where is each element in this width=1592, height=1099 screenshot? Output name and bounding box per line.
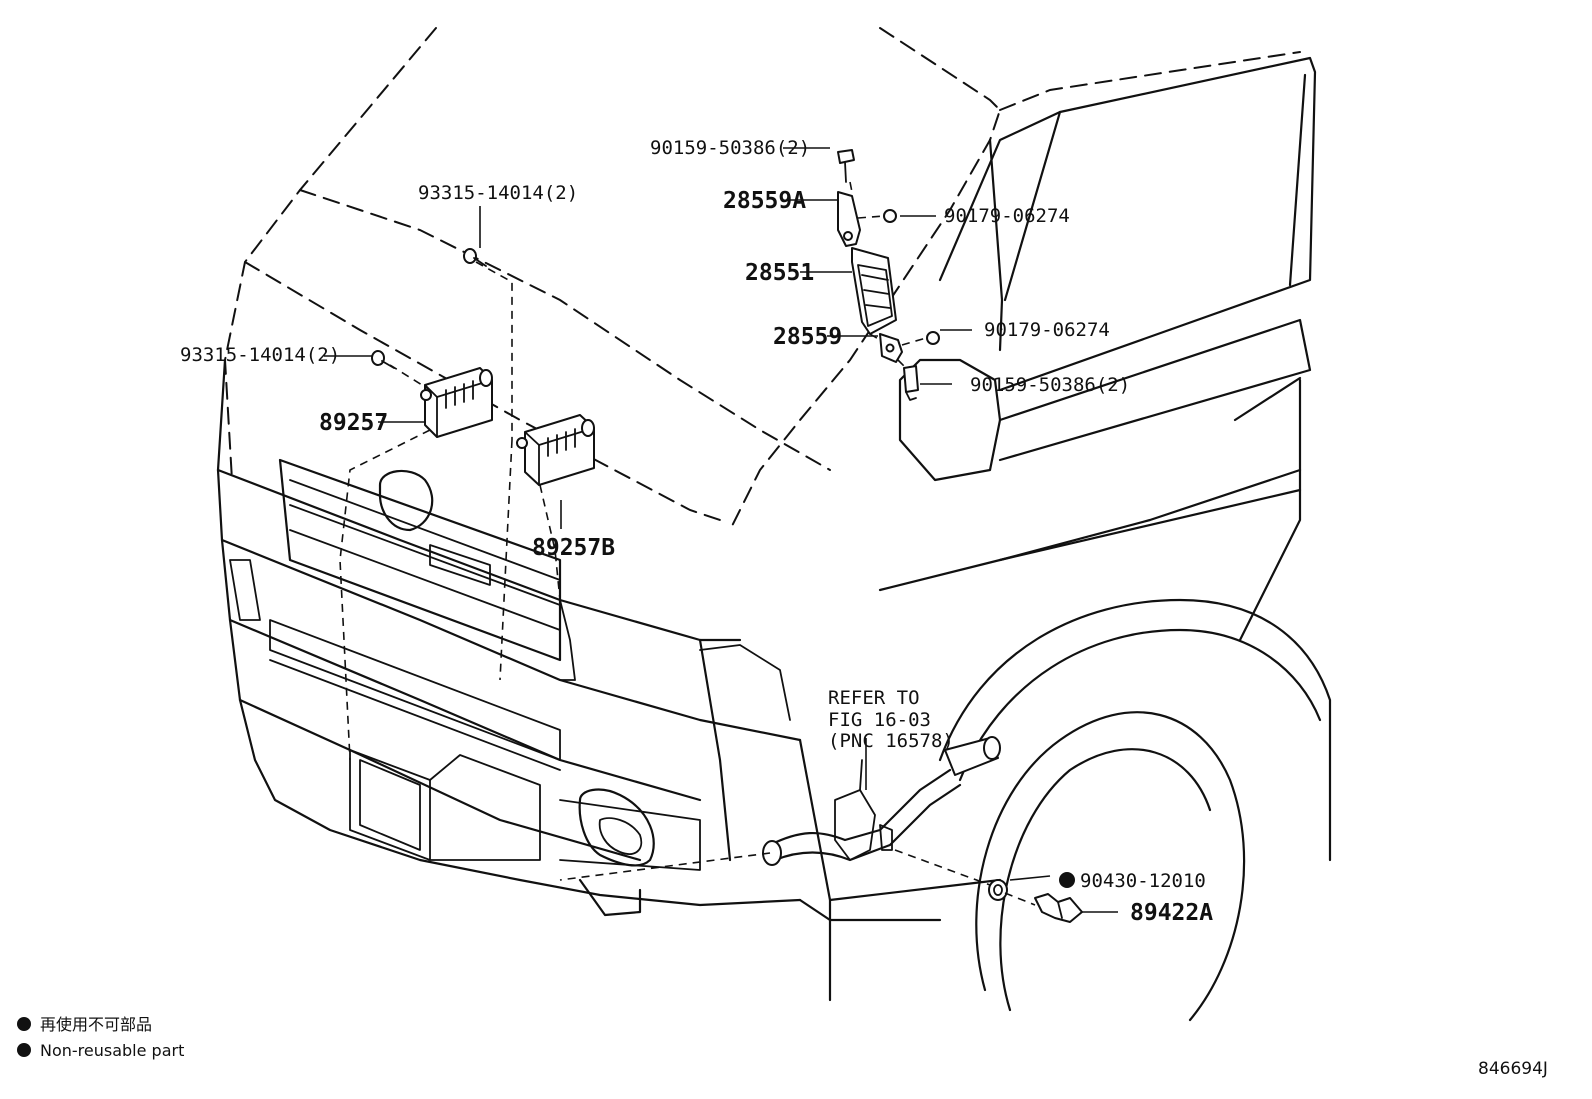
water-hose xyxy=(762,736,1001,866)
assembly-lines xyxy=(339,181,1036,906)
nut-upper xyxy=(883,209,897,223)
computer-28551 xyxy=(851,247,897,335)
vehicle-body-outline xyxy=(216,27,1332,1022)
label-89257b: 89257B xyxy=(532,535,615,561)
bolt-bottom xyxy=(903,365,919,401)
label-screw-upper: 93315-14014(2) xyxy=(418,182,578,204)
label-bolt-bottom: 90159-50386(2) xyxy=(970,374,1130,396)
legend-text-en: Non-reusable part xyxy=(40,1041,184,1060)
label-screw-left: 93315-14014(2) xyxy=(180,344,340,366)
module-89257 xyxy=(420,367,493,438)
label-28559: 28559 xyxy=(773,324,842,350)
label-89422a: 89422A xyxy=(1130,900,1213,926)
legend-dot-en xyxy=(17,1043,31,1057)
bracket-28559 xyxy=(879,333,903,363)
screw-upper xyxy=(463,248,487,267)
label-refer-line3: (PNC 16578) xyxy=(828,730,954,752)
gasket-90430 xyxy=(988,879,1008,901)
legend-dot-jp xyxy=(17,1017,31,1031)
module-89257b xyxy=(516,414,595,486)
label-refer-line2: FIG 16-03 xyxy=(828,709,931,731)
bracket-28559a xyxy=(837,191,861,247)
legend-text-jp: 再使用不可部品 xyxy=(40,1015,152,1034)
label-89257: 89257 xyxy=(319,410,388,436)
label-28559a: 28559A xyxy=(723,188,806,214)
label-28551: 28551 xyxy=(745,260,814,286)
label-nut-lower: 90179-06274 xyxy=(984,319,1110,341)
label-bolt-top: 90159-50386(2) xyxy=(650,137,810,159)
label-refer-line1: REFER TO xyxy=(828,687,920,709)
part-labels: 90159-50386(2) 28559A 90179-06274 28551 … xyxy=(180,137,1213,926)
legend: 再使用不可部品 Non-reusable part xyxy=(17,1015,184,1060)
diagram-code: 846694J xyxy=(1478,1059,1548,1079)
non-reusable-marker xyxy=(1059,872,1075,888)
sensor-89422a xyxy=(1034,893,1083,923)
leader-lines xyxy=(324,147,1118,913)
label-nut-upper: 90179-06274 xyxy=(944,205,1070,227)
bolt-top xyxy=(837,149,855,183)
nut-lower xyxy=(926,331,940,345)
label-gasket: 90430-12010 xyxy=(1080,870,1206,892)
